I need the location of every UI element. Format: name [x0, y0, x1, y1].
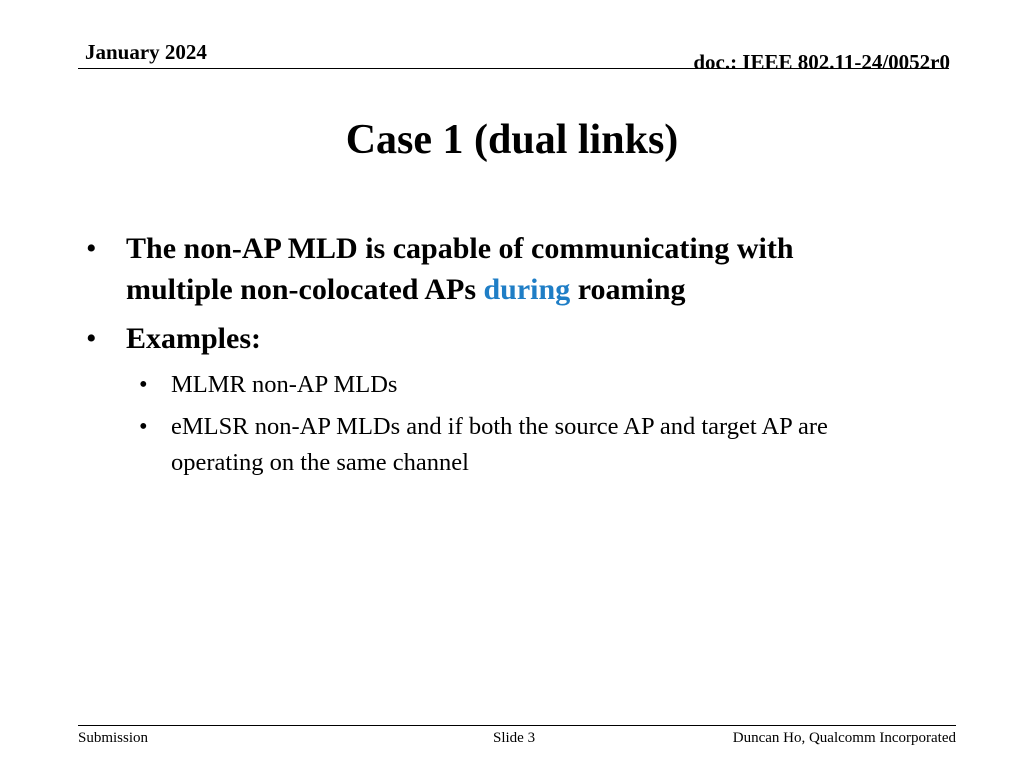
bullet-item-capability: • The non-AP MLD is capable of communica…	[86, 228, 946, 310]
bullet-text: Examples:	[126, 322, 261, 355]
sub-bullet-item-emlsr: • eMLSR non-AP MLDs and if both the sour…	[86, 409, 946, 481]
sub-bullet-dot: •	[139, 371, 148, 398]
footer-author: Duncan Ho, Qualcomm Incorporated	[732, 730, 956, 746]
footer-rule	[78, 725, 956, 726]
header-doc-id: doc.: IEEE 802.11-24/0052r0	[693, 50, 950, 74]
highlighted-word: during	[483, 273, 571, 306]
sub-bullet-item-mlmr: • MLMR non-AP MLDs	[86, 367, 946, 403]
header-date: January 2024	[85, 40, 207, 64]
sub-bullet-text: eMLSR non-AP MLDs and if both the source…	[171, 413, 828, 476]
bullet-list: • The non-AP MLD is capable of communica…	[86, 228, 946, 487]
bullet-dot: •	[86, 232, 97, 265]
sub-bullet-text: MLMR non-AP MLDs	[171, 371, 398, 398]
bullet-text: The non-AP MLD is capable of communicati…	[126, 228, 906, 310]
bullet-item-examples: • Examples:	[86, 318, 946, 359]
bullet-dot: •	[86, 322, 97, 355]
sub-bullet-dot: •	[139, 413, 148, 440]
slide-title: Case 1 (dual links)	[345, 117, 679, 163]
footer-slide-number: Slide 3	[493, 730, 536, 746]
bullet-text-after: roaming	[570, 273, 686, 306]
footer-submission: Submission	[78, 730, 149, 746]
bullet-text-before: The non-AP MLD is capable of communicati…	[126, 232, 794, 306]
header-rule	[78, 68, 949, 69]
